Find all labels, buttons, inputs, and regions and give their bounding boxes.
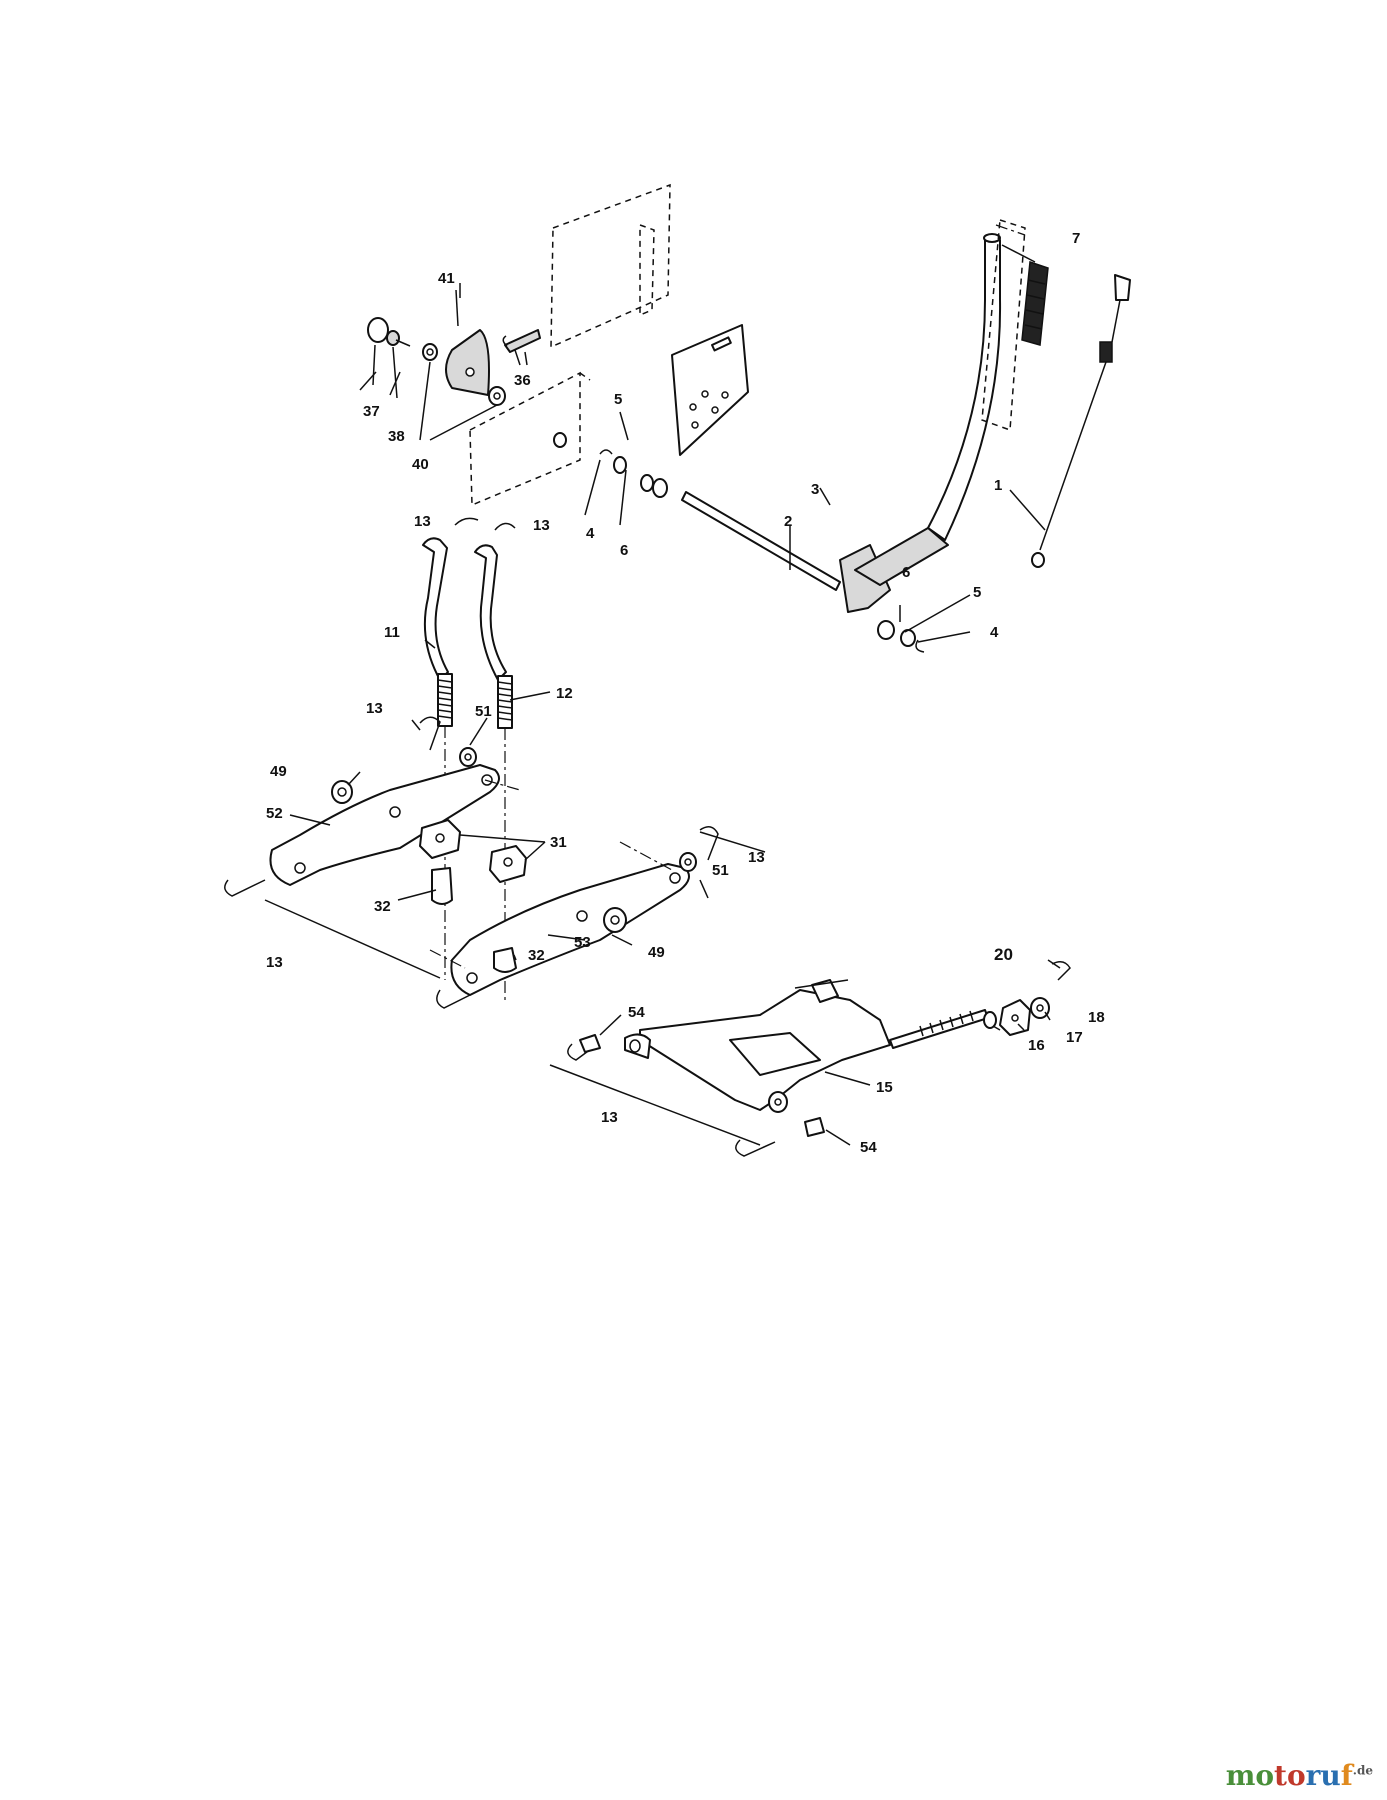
label-32b: 32 <box>528 947 545 964</box>
label-12: 12 <box>556 685 573 702</box>
label-36: 36 <box>514 372 531 389</box>
label-49b: 49 <box>648 944 665 961</box>
label-38: 38 <box>388 428 405 445</box>
label-6a: 6 <box>620 542 628 559</box>
label-11: 11 <box>384 624 400 641</box>
label-13f: 13 <box>601 1109 618 1126</box>
label-6b: 6 <box>902 564 910 581</box>
label-49a: 49 <box>270 763 287 780</box>
label-40: 40 <box>412 456 429 473</box>
leader-lines <box>264 244 1061 1146</box>
label-18: 18 <box>1088 1009 1105 1026</box>
label-51a: 51 <box>475 703 492 720</box>
chassis-outline <box>469 183 671 507</box>
lift-links <box>422 517 516 1000</box>
watermark-suffix: .de <box>1352 1763 1373 1778</box>
label-20: 20 <box>994 945 1013 964</box>
label-13d: 13 <box>748 849 765 866</box>
label-5a: 5 <box>614 391 622 408</box>
label-32a: 32 <box>374 898 391 915</box>
label-4a: 4 <box>586 525 595 542</box>
lower-bracket-assembly <box>579 979 1050 1137</box>
handle-grip <box>1021 260 1049 346</box>
label-16: 16 <box>1028 1037 1045 1054</box>
label-13a: 13 <box>414 513 431 530</box>
small-hardware <box>224 716 1071 1157</box>
label-7: 7 <box>1072 230 1080 247</box>
height-knob-assembly <box>367 289 541 441</box>
label-31: 31 <box>550 834 567 851</box>
lift-arms <box>269 764 690 996</box>
label-54b: 54 <box>860 1139 877 1156</box>
watermark-logo: motoruf.de <box>1226 1759 1373 1792</box>
part-labels: 1 2 3 4 4 5 5 6 6 7 11 12 13 13 13 13 13… <box>266 230 1105 1156</box>
label-51b: 51 <box>712 862 729 879</box>
label-3: 3 <box>811 481 819 498</box>
label-13b: 13 <box>533 517 550 534</box>
lift-lever <box>839 219 1026 653</box>
label-5b: 5 <box>973 584 981 601</box>
label-2: 2 <box>784 513 792 530</box>
control-cable <box>1031 274 1131 568</box>
watermark-part-3: ru <box>1305 1759 1341 1792</box>
label-41: 41 <box>438 270 455 287</box>
label-1: 1 <box>994 477 1002 494</box>
label-37: 37 <box>363 403 380 420</box>
label-52: 52 <box>266 805 283 822</box>
label-13e: 13 <box>266 954 283 971</box>
lift-shaft-assembly <box>553 324 841 591</box>
label-53: 53 <box>574 934 591 951</box>
label-54a: 54 <box>628 1004 645 1021</box>
label-15: 15 <box>876 1079 893 1096</box>
watermark-part-1: mo <box>1225 1759 1275 1792</box>
watermark-part-2: to <box>1274 1759 1306 1792</box>
label-4b: 4 <box>990 624 999 641</box>
label-13c: 13 <box>366 700 383 717</box>
label-17: 17 <box>1066 1029 1083 1046</box>
watermark-part-4: f <box>1340 1759 1353 1792</box>
